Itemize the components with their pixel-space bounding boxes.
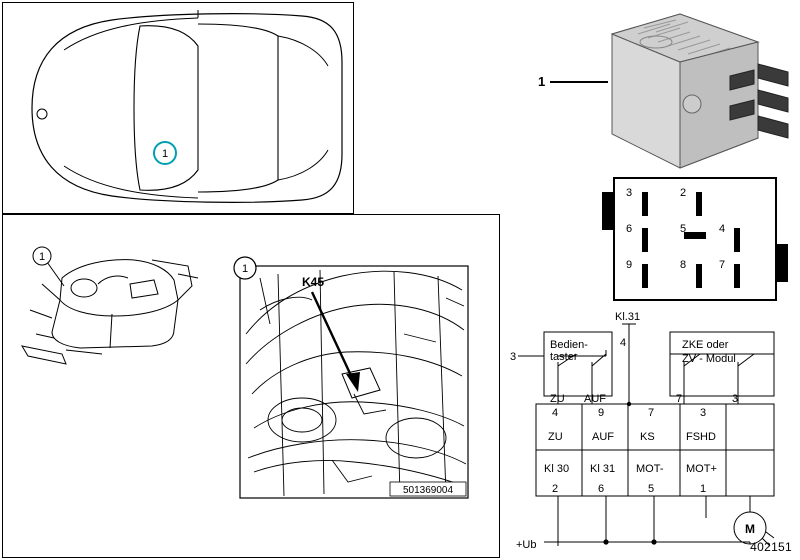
panel-border (2, 2, 354, 214)
supply-label: +Ub (516, 539, 537, 551)
location-detail-panel: 1 5013690 (2, 214, 500, 558)
drawing-number: 501369004 (403, 485, 453, 496)
rear-line-bottom (277, 149, 329, 181)
terminal-kl31-label: Kl.31 (615, 311, 640, 323)
connector-tab-left (602, 192, 614, 230)
pin-blade-8 (696, 264, 702, 288)
pin-blade-6 (642, 228, 648, 252)
callout-dash-label: 1 (39, 251, 45, 263)
pin-blade-4 (734, 228, 740, 252)
row-signal-zu: ZU (548, 431, 563, 443)
hood-line-top (63, 17, 199, 51)
pin-blade-3 (642, 192, 648, 216)
row-bottom-pin-5: 5 (648, 483, 654, 495)
module-pin-3: 3 (732, 393, 738, 405)
pin-number-9: 9 (626, 259, 632, 271)
callout-car-label: 1 (162, 148, 168, 160)
row-terminal-kl30: Kl 30 (544, 463, 569, 475)
pin-blade-5 (684, 232, 706, 239)
callout-engine-label: 1 (242, 263, 248, 275)
row-signal-fshd: FSHD (686, 431, 716, 443)
row-pin-7: 7 (648, 407, 654, 419)
pin-blade-2 (696, 192, 702, 216)
pin-number-3: 3 (626, 187, 632, 199)
pin-blade-9 (642, 264, 648, 288)
switch-output-zu: ZU (550, 393, 565, 405)
pin-number-8: 8 (680, 259, 686, 271)
pin-number-5: 5 (680, 223, 686, 235)
callout-bubble-engine (233, 256, 257, 280)
module-pin-7: 7 (676, 393, 682, 405)
callout-bubble-dash (32, 246, 52, 266)
pin-blade-7 (734, 264, 740, 288)
pin-number-2: 2 (680, 187, 686, 199)
row-bottom-pin-6: 6 (598, 483, 604, 495)
pin-number-7: 7 (719, 259, 725, 271)
connector-tab-right (776, 244, 788, 282)
car-top-view-panel: 1 (2, 2, 354, 214)
callout-leader-dash (46, 261, 65, 287)
car-body-outline (31, 13, 343, 203)
engine-bay-photo: 501369004 (239, 265, 469, 499)
terminal-kl31-pin: 4 (620, 337, 626, 349)
row-terminal-mot-minus: MOT- (636, 463, 664, 475)
relay-photo: 1 (520, 6, 800, 176)
row-bottom-pin-2: 2 (552, 483, 558, 495)
switch-block-label-2: taster (550, 351, 578, 363)
front-detail-circle (36, 108, 48, 120)
row-terminal-mot-plus: MOT+ (686, 463, 717, 475)
k45-pointer-arrow (346, 372, 360, 392)
dashboard-sketch: 1 (20, 246, 199, 365)
circuit-schematic: Kl.31 4 3 Bedien- taster ZKE oder ZV - M… (510, 306, 800, 558)
switch-output-auf: AUF (584, 393, 606, 405)
row-pin-9: 9 (598, 407, 604, 419)
windshield-outline (133, 25, 199, 191)
hood-line-bottom (63, 165, 199, 199)
switch-block-label-1: Bedien- (550, 339, 588, 351)
connector-pinout: 3 2 6 5 4 9 8 7 (600, 168, 790, 308)
left-pin-label: 3 (510, 351, 516, 363)
motor-label: M (745, 522, 755, 536)
callout-relay-label: 1 (538, 74, 545, 89)
row-pin-3: 3 (700, 407, 706, 419)
pin-number-6: 6 (626, 223, 632, 235)
callout-bubble-car (153, 141, 177, 165)
component-label-k45: K45 (302, 275, 324, 289)
row-terminal-kl31: Kl 31 (590, 463, 615, 475)
roof-outline (197, 23, 279, 193)
module-block-label-2: ZV - Modul (682, 353, 736, 365)
relay-body (610, 13, 789, 169)
rear-line-top (277, 35, 329, 67)
module-block-label-1: ZKE oder (682, 339, 729, 351)
pin-number-4: 4 (719, 223, 725, 235)
row-pin-4: 4 (552, 407, 558, 419)
part-number: 402151 (750, 540, 792, 554)
row-signal-auf: AUF (592, 431, 614, 443)
drawing-number-box (389, 481, 467, 497)
row-bottom-pin-1: 1 (700, 483, 706, 495)
row-signal-ks: KS (640, 431, 655, 443)
k45-pointer-line (310, 291, 356, 383)
